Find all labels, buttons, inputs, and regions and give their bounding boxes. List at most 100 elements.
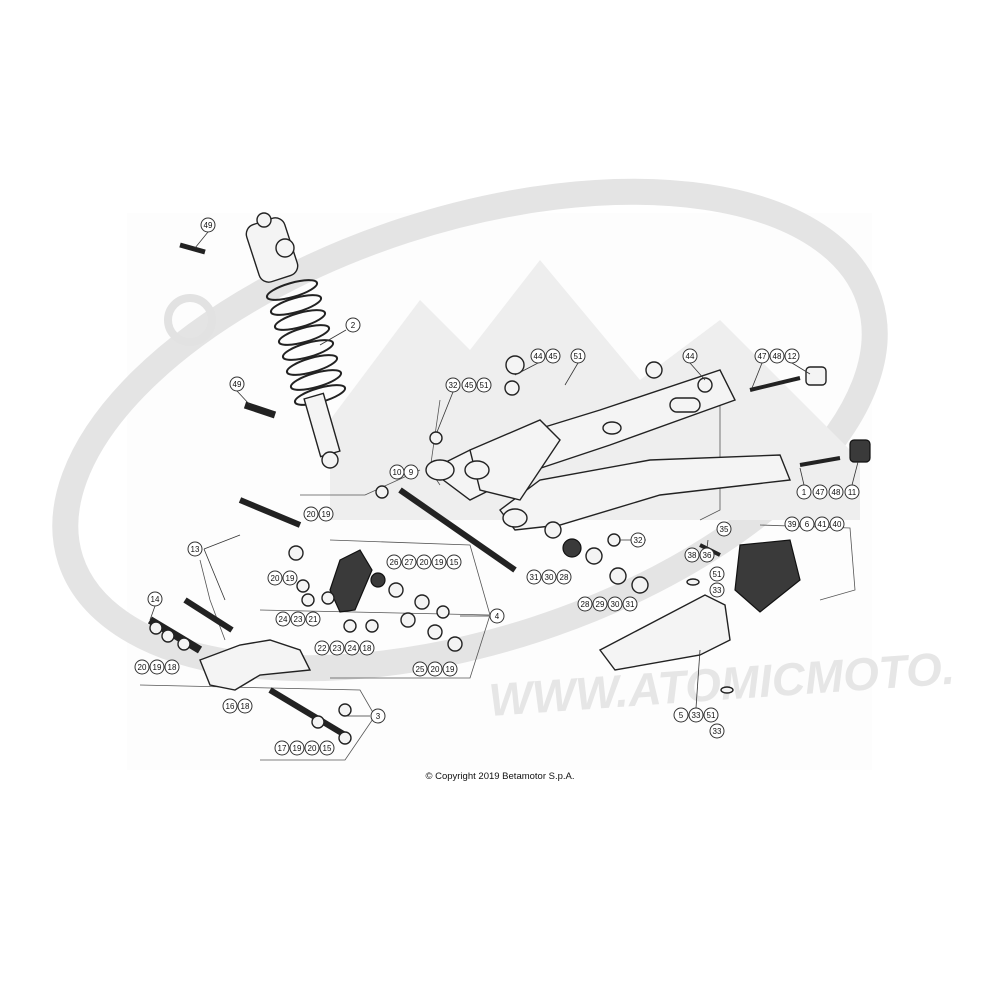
callout-51: 51 — [570, 348, 586, 364]
washer — [321, 591, 335, 605]
bearing — [544, 521, 562, 539]
callout-25: 25 — [412, 661, 428, 677]
callout-number: 23 — [294, 615, 303, 624]
callout-18: 18 — [164, 659, 180, 675]
callout-circle — [799, 516, 815, 532]
callout-35: 35 — [716, 521, 732, 537]
callout-40: 40 — [829, 516, 845, 532]
washer — [631, 576, 649, 594]
washer — [311, 715, 325, 729]
callout-30: 30 — [607, 596, 623, 612]
callout-circle — [318, 506, 334, 522]
callout-circle — [716, 521, 732, 537]
callout-33: 33 — [688, 707, 704, 723]
callout-9: 9 — [403, 464, 419, 480]
linkage-rocker — [329, 549, 373, 613]
callout-circle — [688, 707, 704, 723]
callout-circle — [784, 516, 800, 532]
washer — [288, 545, 304, 561]
callout-20: 20 — [304, 740, 320, 756]
callout-51: 51 — [703, 707, 719, 723]
callout-28: 28 — [556, 569, 572, 585]
callout-number: 33 — [713, 727, 722, 736]
callout-circle — [673, 707, 689, 723]
callout-circle — [275, 611, 291, 627]
callout-6: 6 — [799, 516, 815, 532]
callout-33: 33 — [709, 582, 725, 598]
callout-circle — [229, 376, 245, 392]
callout-number: 19 — [286, 574, 295, 583]
washer — [720, 686, 734, 694]
callout-circle — [445, 377, 461, 393]
callout-49: 49 — [200, 217, 216, 233]
callout-number: 27 — [405, 558, 414, 567]
callout-47: 47 — [812, 484, 828, 500]
callout-circle — [267, 570, 283, 586]
callout-number: 22 — [318, 644, 327, 653]
callout-circle — [556, 569, 572, 585]
nut — [436, 605, 450, 619]
bolt-adjuster — [749, 376, 801, 392]
callout-number: 30 — [611, 600, 620, 609]
chain-adjuster-plate — [805, 366, 827, 386]
callout-circle — [577, 596, 593, 612]
swingarm-pivot-right — [464, 460, 490, 480]
callout-circle — [709, 582, 725, 598]
callout-circle — [359, 640, 375, 656]
watermark-orbit — [52, 178, 888, 682]
callout-number: 12 — [788, 352, 797, 361]
callout-circle — [187, 541, 203, 557]
callout-circle — [147, 591, 163, 607]
callout-number: 14 — [151, 595, 160, 604]
washer — [301, 593, 315, 607]
callout-circle — [461, 377, 477, 393]
bearing — [370, 572, 386, 588]
callout-circle — [829, 516, 845, 532]
callout-number: 31 — [530, 573, 539, 582]
callout-circle — [796, 484, 812, 500]
callout-30: 30 — [541, 569, 557, 585]
callout-number: 51 — [574, 352, 583, 361]
callout-circle — [345, 317, 361, 333]
callout-24: 24 — [344, 640, 360, 656]
callout-number: 45 — [465, 381, 474, 390]
callout-24: 24 — [275, 611, 291, 627]
callout-circle — [530, 348, 546, 364]
swingarm-pivot-web — [469, 419, 561, 501]
callout-23: 23 — [329, 640, 345, 656]
callout-14: 14 — [147, 591, 163, 607]
chain-slider-body — [598, 594, 731, 671]
callout-20: 20 — [134, 659, 150, 675]
callout-number: 47 — [758, 352, 767, 361]
callout-number: 4 — [495, 612, 500, 621]
callout-4: 4 — [489, 608, 505, 624]
callout-41: 41 — [814, 516, 830, 532]
shock-absorber — [179, 212, 347, 469]
callout-number: 40 — [833, 520, 842, 529]
callout-number: 49 — [204, 221, 213, 230]
washer — [343, 619, 357, 633]
callout-number: 49 — [233, 380, 242, 389]
callout-circle — [684, 547, 700, 563]
callout-19: 19 — [149, 659, 165, 675]
frame-line — [699, 370, 721, 521]
callout-number: 30 — [545, 573, 554, 582]
callout-circle — [446, 554, 462, 570]
callout-number: 1 — [802, 488, 807, 497]
callout-27: 27 — [401, 554, 417, 570]
callout-18: 18 — [237, 698, 253, 714]
callout-circle — [699, 547, 715, 563]
callout-number: 6 — [805, 520, 810, 529]
bearing — [562, 538, 582, 558]
swingarm-link-mount — [502, 508, 528, 528]
callout-number: 41 — [818, 520, 827, 529]
callout-circle — [754, 348, 770, 364]
swingarm-hole — [602, 421, 622, 435]
frame-line — [259, 609, 491, 616]
callout-circle — [134, 659, 150, 675]
callout-circle — [386, 554, 402, 570]
callout-circle — [682, 348, 698, 364]
callout-number: 23 — [333, 644, 342, 653]
callout-number: 2 — [351, 321, 356, 330]
callout-number: 47 — [816, 488, 825, 497]
